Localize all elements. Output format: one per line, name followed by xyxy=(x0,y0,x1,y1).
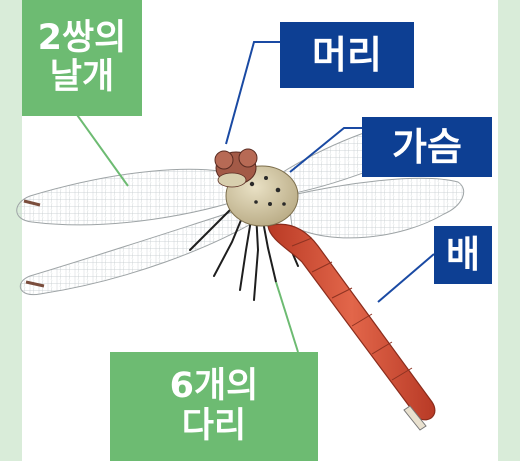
wing-pointer-line xyxy=(75,112,128,186)
head-label: 머리 xyxy=(280,22,414,88)
thorax-label: 가슴 xyxy=(362,117,492,177)
legs-label: 6개의 다리 xyxy=(110,352,318,461)
head-pointer-line xyxy=(226,42,280,144)
wings-label: 2쌍의 날개 xyxy=(22,0,142,116)
leg-pointer-line xyxy=(276,282,298,352)
abdomen-pointer-line xyxy=(378,254,434,302)
abdomen-label: 배 xyxy=(434,226,492,284)
